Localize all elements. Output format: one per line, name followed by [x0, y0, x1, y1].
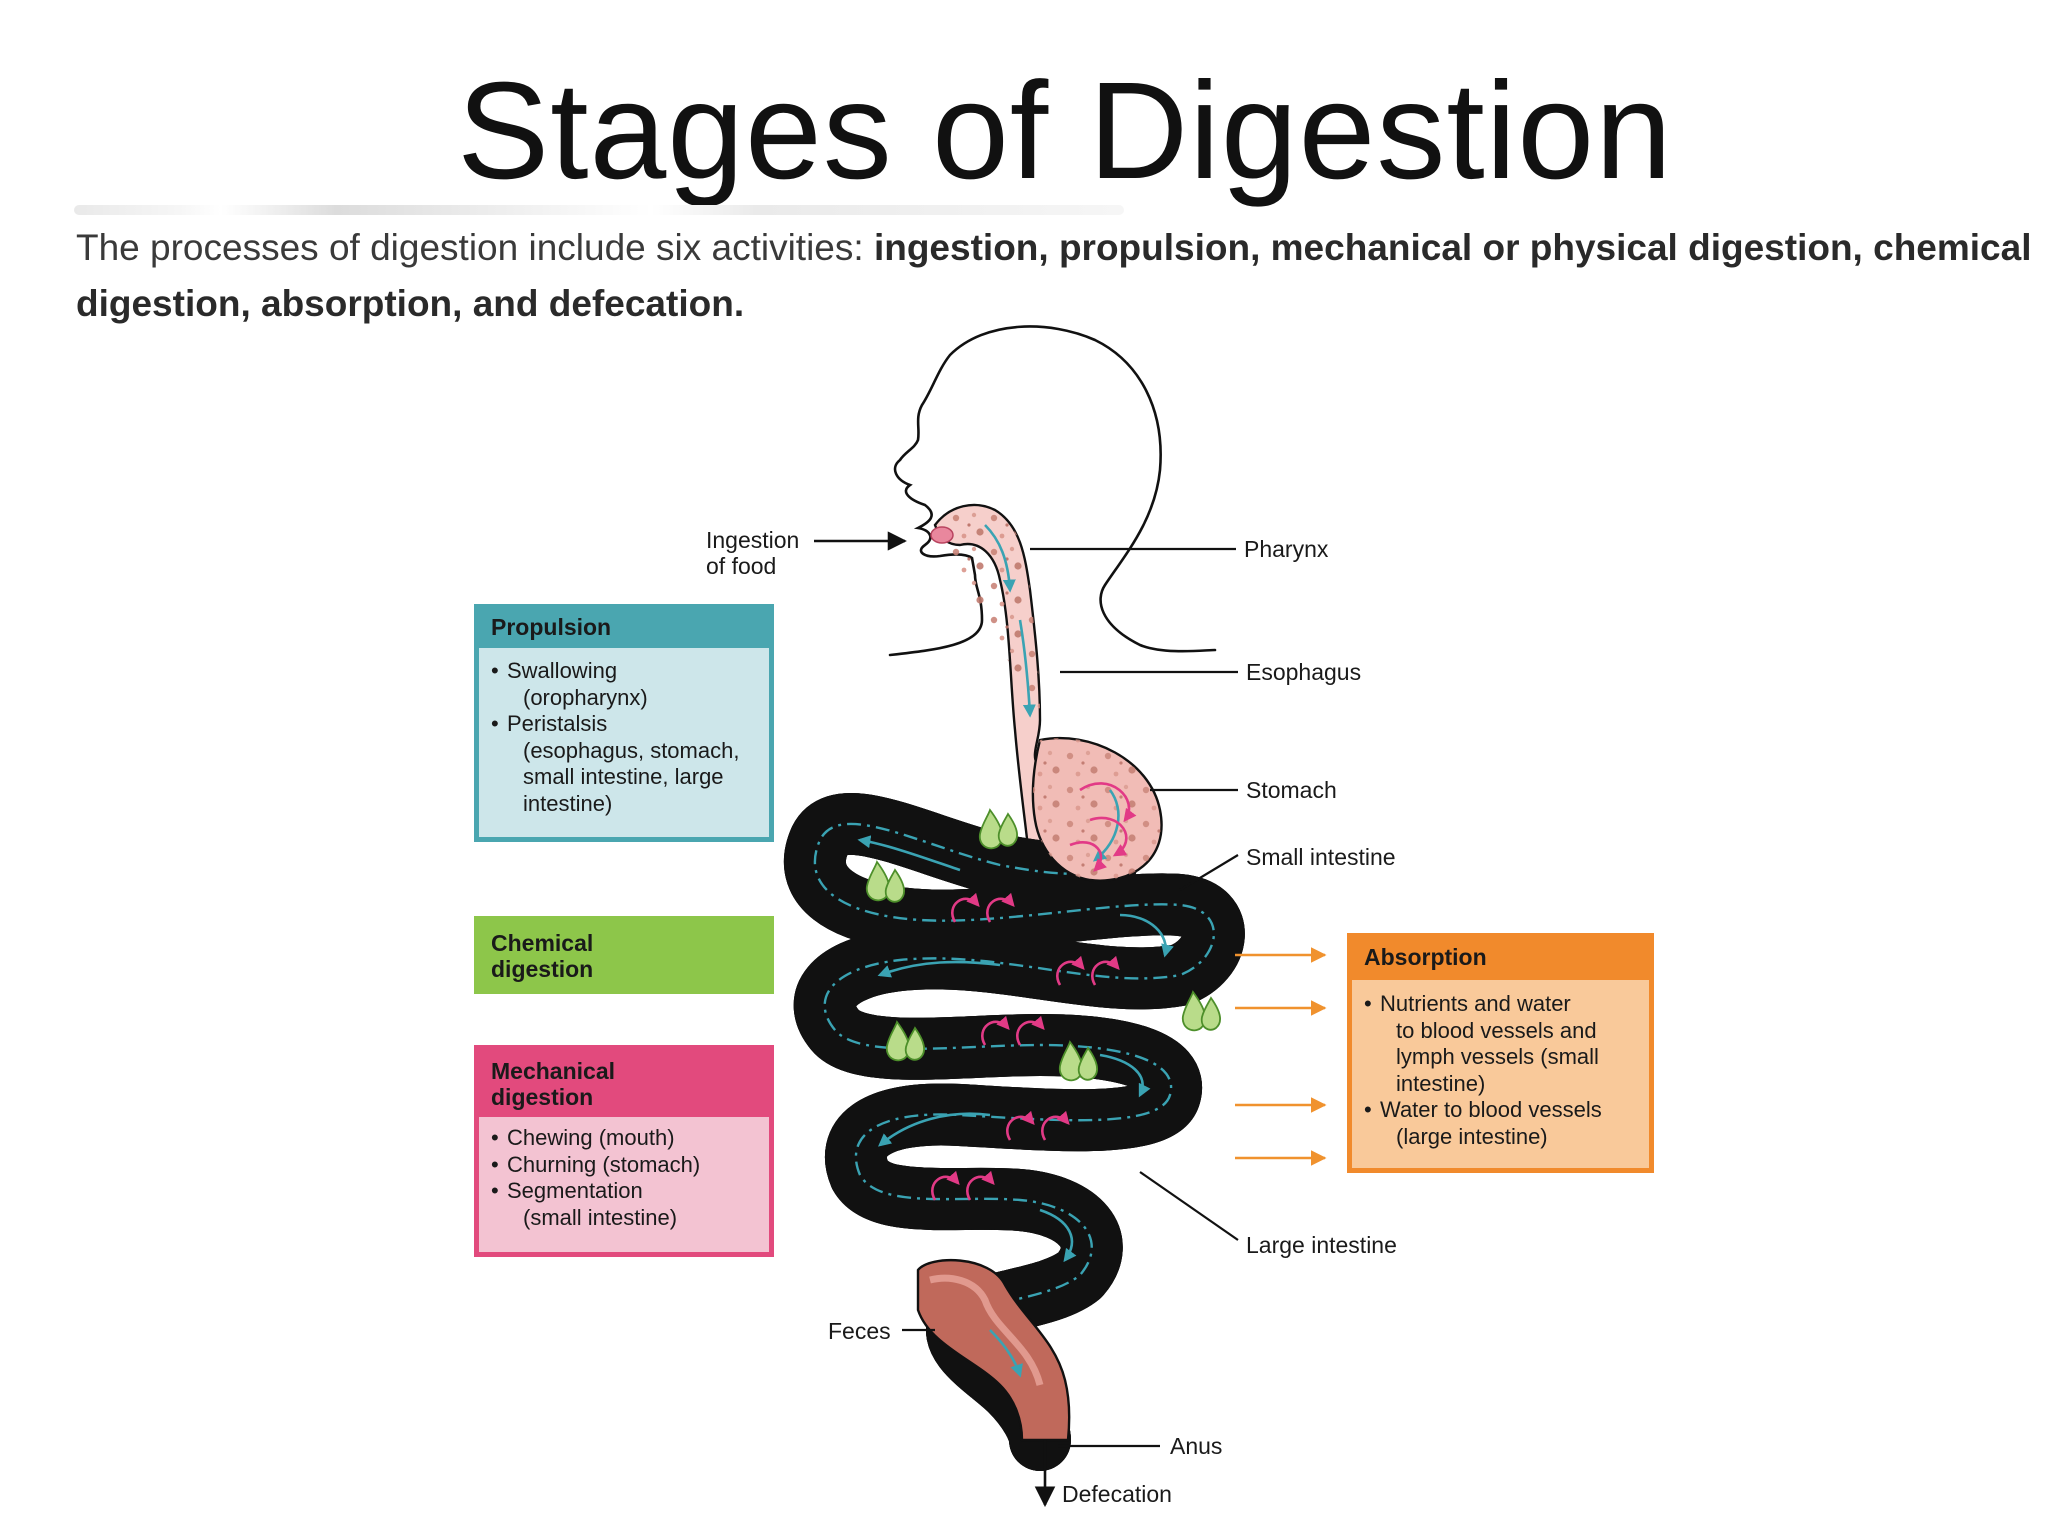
propulsion-box-header: Propulsion — [474, 604, 774, 648]
mechanical-list: Chewing (mouth) Churning (stomach) Segme… — [479, 1117, 769, 1231]
title-divider — [74, 205, 1124, 215]
propulsion-box: Propulsion Swallowing(oropharynx) Perist… — [474, 604, 774, 842]
food-bolus — [930, 526, 954, 544]
label-stomach: Stomach — [1246, 777, 1337, 803]
label-anus: Anus — [1170, 1433, 1223, 1459]
propulsion-title: Propulsion — [491, 614, 612, 640]
head-outline — [888, 325, 1217, 657]
intro-paragraph: The processes of digestion include six a… — [76, 220, 2036, 332]
absorption-arrows — [1235, 947, 1327, 1166]
peristalsis-arrows — [857, 524, 1174, 1378]
label-defecation: Defecation — [1062, 1481, 1172, 1507]
list-item: Chewing (mouth) — [491, 1125, 759, 1152]
rectum — [916, 1259, 1071, 1442]
label-large-intestine: Large intestine — [1246, 1232, 1397, 1258]
label-pharynx: Pharynx — [1244, 536, 1329, 562]
list-item: Churning (stomach) — [491, 1152, 759, 1179]
intro-lead: The processes of digestion include six a… — [76, 227, 874, 268]
propulsion-list: Swallowing(oropharynx) Peristalsis(esoph… — [479, 648, 769, 817]
intro-activities: ingestion, propulsion, mechanical or phy… — [76, 227, 2032, 324]
absorption-title: Absorption — [1364, 944, 1487, 970]
label-small-intestine: Small intestine — [1246, 844, 1396, 870]
list-item: Peristalsis(esophagus, stomach, small in… — [491, 711, 759, 817]
label-feces: Feces — [828, 1318, 891, 1344]
enzyme-drops — [865, 808, 1222, 1082]
leader-lines — [902, 547, 1239, 1448]
absorption-box-header: Absorption — [1347, 933, 1654, 980]
page-title: Stages of Digestion — [457, 54, 1673, 208]
label-esophagus: Esophagus — [1246, 659, 1362, 685]
churning-arrows — [931, 782, 1137, 1201]
list-item: Water to blood vessels(large intestine) — [1364, 1097, 1641, 1150]
list-item: Segmentation(small intestine) — [491, 1178, 759, 1231]
list-item: Swallowing(oropharynx) — [491, 658, 759, 711]
